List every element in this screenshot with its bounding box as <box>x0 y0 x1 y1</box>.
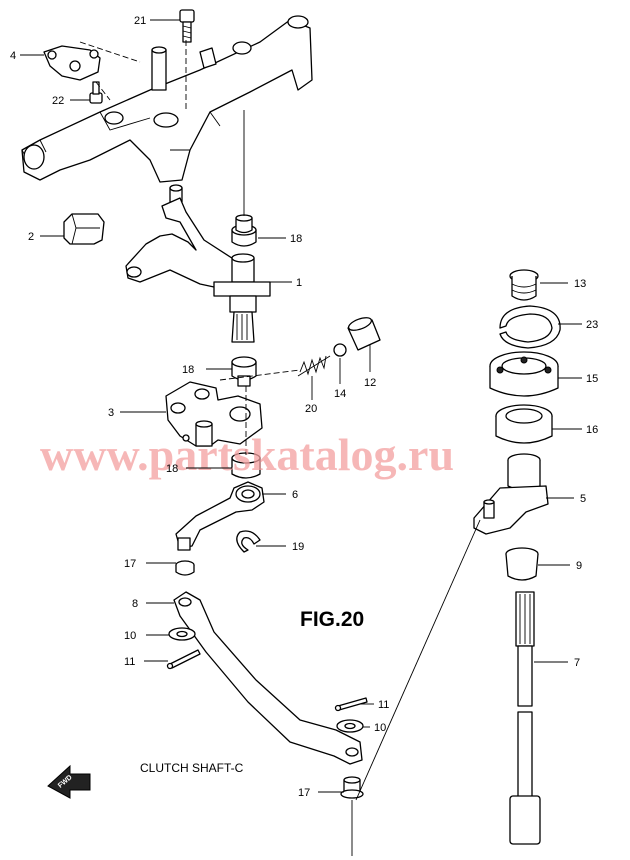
callout-15: 15 <box>586 373 598 385</box>
part-11-cotter-pin-b <box>334 697 368 712</box>
callout-16: 16 <box>586 424 598 436</box>
callout-19: 19 <box>292 541 304 553</box>
part-17-bushing-bottom <box>340 776 364 799</box>
part-8-link-rod <box>173 591 363 765</box>
part-21-bolt <box>179 9 195 43</box>
callout-3: 3 <box>108 407 114 419</box>
part-13-plug <box>509 269 539 301</box>
clutch-housing <box>21 15 313 183</box>
callout-11-b: 11 <box>378 699 389 711</box>
part-4-bracket-plate <box>43 45 101 81</box>
callout-18-low: 18 <box>166 463 178 475</box>
callout-1: 1 <box>296 277 302 289</box>
callout-5: 5 <box>580 493 586 505</box>
part-2-clip <box>63 213 105 245</box>
fwd-arrow-icon <box>47 764 91 799</box>
part-10-washer-b <box>336 719 364 733</box>
callout-20: 20 <box>305 403 317 415</box>
part-11-cotter-pin-a <box>166 649 201 670</box>
callout-leaders <box>20 19 582 793</box>
figure-caption: CLUTCH SHAFT-C <box>140 761 244 775</box>
callout-13: 13 <box>574 278 586 290</box>
callout-8: 8 <box>132 598 138 610</box>
callout-9: 9 <box>576 560 582 572</box>
part-22-bolt <box>89 81 103 104</box>
part-12-sleeve <box>347 317 381 351</box>
callout-14: 14 <box>334 388 346 400</box>
callout-17-bottom: 17 <box>298 787 310 799</box>
part-23-snap-ring <box>499 305 561 349</box>
callout-22: 22 <box>52 95 64 107</box>
callout-10-b: 10 <box>374 722 386 734</box>
part-14-ball <box>333 343 347 357</box>
callout-18-top: 18 <box>290 233 302 245</box>
part-5-arm <box>473 453 549 535</box>
part-18-bushing-low <box>231 452 261 479</box>
part-20-spring <box>297 355 331 377</box>
callout-4: 4 <box>10 50 16 62</box>
callout-18-mid: 18 <box>182 364 194 376</box>
part-18-bushing-top <box>231 214 257 247</box>
part-1-shift-lever <box>125 184 271 343</box>
callout-11-a: 11 <box>124 656 135 668</box>
assembly-lines <box>79 40 481 856</box>
part-7-shaft <box>509 591 541 845</box>
part-15-bearing <box>489 351 559 397</box>
callout-23: 23 <box>586 319 598 331</box>
part-17-washer-top <box>175 560 195 576</box>
callout-12: 12 <box>364 377 376 389</box>
part-3-cam-housing <box>165 381 263 447</box>
figure-label: FIG.20 <box>300 608 364 631</box>
callout-7: 7 <box>574 657 580 669</box>
part-18-bushing-mid <box>231 356 257 387</box>
callout-21: 21 <box>134 15 146 27</box>
part-19-circlip <box>236 530 261 553</box>
callout-10-a: 10 <box>124 630 136 642</box>
callout-6: 6 <box>292 489 298 501</box>
callout-17-top: 17 <box>124 558 136 570</box>
part-6-lever-arm <box>175 481 265 551</box>
part-10-washer-a <box>168 627 196 641</box>
watermark-text: www.partskatalog.ru <box>40 429 454 480</box>
callout-2: 2 <box>28 231 34 243</box>
part-16-seal <box>495 404 553 444</box>
part-9-bushing <box>505 547 539 581</box>
